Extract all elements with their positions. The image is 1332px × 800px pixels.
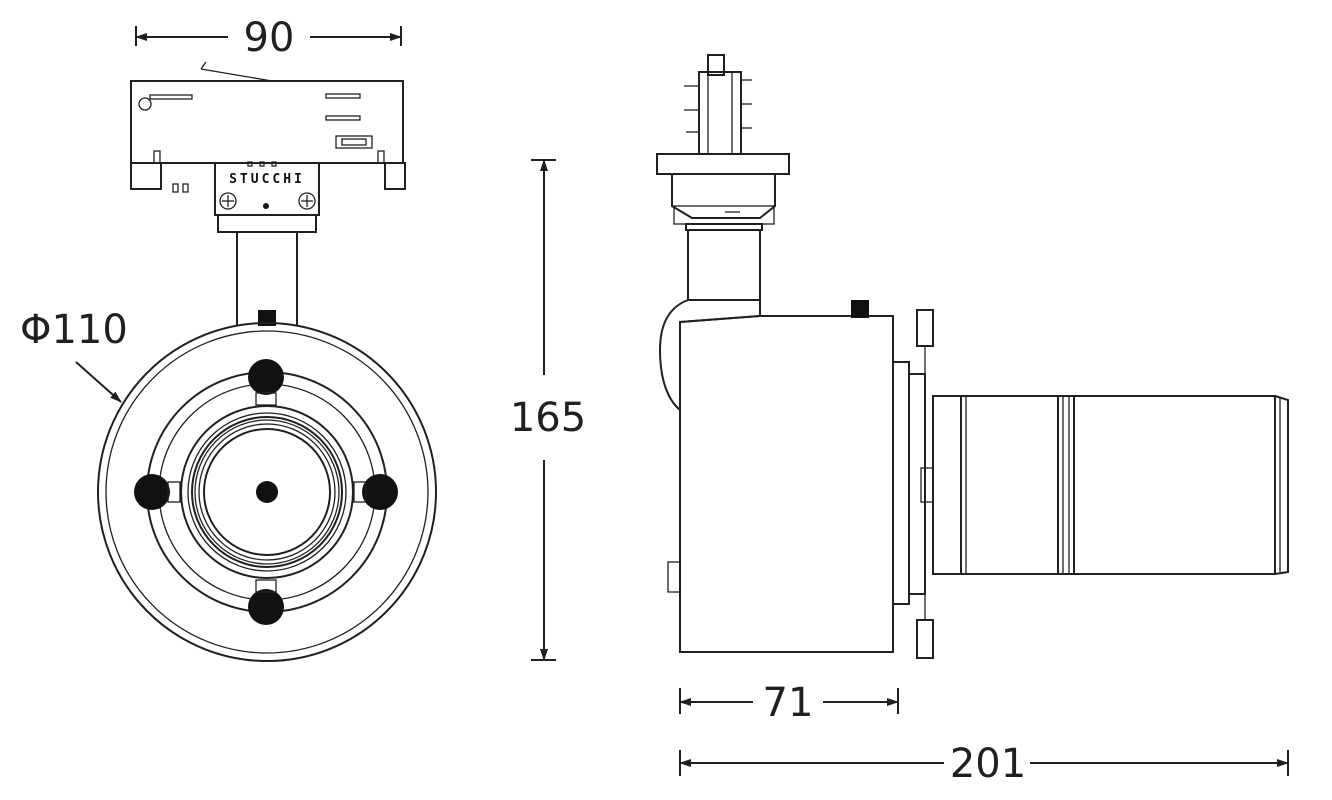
adjust-knob-top-icon [248, 359, 284, 395]
lamp-head-front [97, 322, 437, 662]
dimension-total-length: 201 [679, 741, 1289, 787]
adjust-knob-bottom-icon [248, 589, 284, 625]
lens-barrel-side [932, 395, 1289, 575]
front-view: STUCCHI [97, 61, 437, 662]
dimension-diameter: Φ110 [20, 307, 128, 403]
stem-front [236, 232, 298, 326]
height-label: 165 [510, 395, 586, 441]
total-length-label: 201 [950, 741, 1026, 787]
dimension-height: 165 [510, 159, 586, 661]
connector-block: STUCCHI [214, 161, 320, 233]
track-adapter-side [656, 54, 790, 231]
lamp-body-side [667, 300, 934, 659]
brand-marking: STUCCHI [229, 172, 305, 187]
width-label: 90 [244, 15, 295, 61]
adjust-knob-left-icon [134, 474, 170, 510]
adjust-knob-right-icon [362, 474, 398, 510]
diameter-label: Φ110 [20, 307, 128, 353]
body-depth-label: 71 [763, 680, 814, 726]
dimension-width: 90 [135, 15, 402, 61]
dimension-body-depth: 71 [679, 680, 899, 726]
side-view [656, 54, 1289, 659]
